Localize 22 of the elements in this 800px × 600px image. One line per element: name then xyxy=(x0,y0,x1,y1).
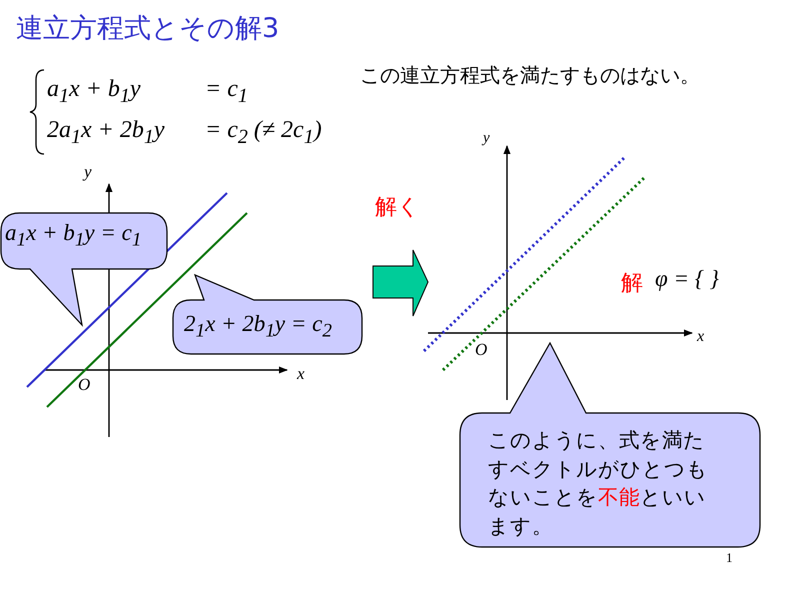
set-formula: φ = { } xyxy=(655,266,719,292)
axis-label: y xyxy=(483,130,490,147)
speech-bubble xyxy=(0,210,170,328)
page-number: 1 xyxy=(726,550,732,566)
title: 連立方程式とその解3 xyxy=(16,12,280,46)
axis-label: x xyxy=(697,328,704,346)
action-label: 解く xyxy=(375,194,420,222)
equation: 2a$_{1}$x + 2b$_{1}$y xyxy=(47,117,165,149)
axis-label: x xyxy=(297,364,305,384)
callout-text: このように、式を満たすベクトルがひとつもないことを不能といいます。 xyxy=(488,427,709,540)
origin-label: O xyxy=(475,340,488,360)
statement-text: この連立方程式を満たすものはない。 xyxy=(360,62,700,89)
speech-bubble xyxy=(458,340,762,550)
equation: a$_{1}$x + b$_{1}$y xyxy=(47,76,141,108)
equation: = c$_{1}$ xyxy=(205,76,248,108)
equation: = c$_{2}$ (≠ 2c$_{1}$) xyxy=(205,117,322,149)
speech-bubble xyxy=(172,272,364,356)
solution-label: 解 xyxy=(621,270,643,298)
equation: a$_{1}$x + b$_{1}$y = c$_{1}$ xyxy=(5,220,142,252)
equation: 2$_{1}$x + 2b$_{1}$y = c$_{2}$ xyxy=(184,311,332,343)
origin-label: O xyxy=(78,375,90,395)
axis-label: y xyxy=(84,162,92,182)
